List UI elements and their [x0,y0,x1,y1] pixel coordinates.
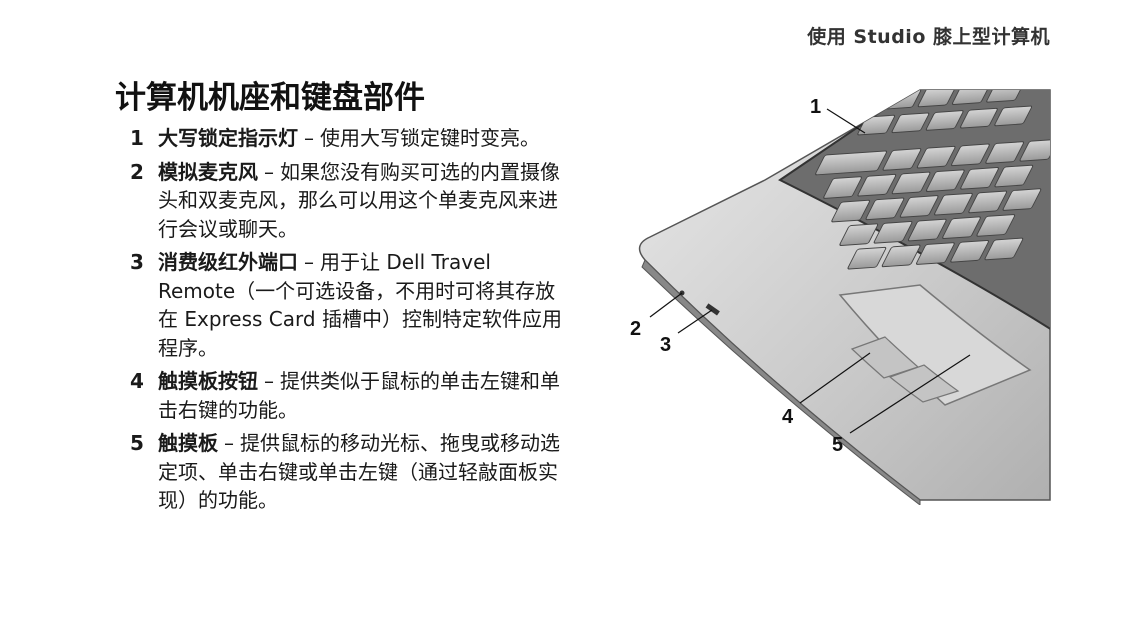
touchpad-right-button [888,364,960,403]
leader-lines [649,108,971,434]
callout-description: 提供鼠标的移动光标、拖曳或移动选定项、单击右键或单击左键（通过轻敲面板实现）的功… [158,431,560,512]
callout-label-4: 4 [782,406,794,428]
callout-number: 3 [130,250,144,274]
callout-number: 2 [130,159,144,184]
laptop-base-illustration: 1 2 3 4 5 [630,89,1051,505]
infrared-port [705,303,720,316]
callout-number: 1 [130,126,144,150]
callout-number: 5 [130,431,144,455]
callout-term: 触摸板 [158,431,218,455]
callout-item-2: 2 模拟麦克风–如果您没有购买可选的内置摄像头和双麦克风，那么可以用这个单麦克风… [130,158,570,244]
callout-number: 4 [130,369,144,393]
callout-label-3: 3 [660,334,671,356]
callout-description: 用于让 Dell Travel Remote（一个可选设备，不用时可将其存放在 … [158,250,562,360]
callout-item-4: 4 触摸板按钮–提供类似于鼠标的单击左键和单击右键的功能。 [130,367,570,424]
callout-item-5: 5 触摸板–提供鼠标的移动光标、拖曳或移动选定项、单击右键或单击左键（通过轻敲面… [130,429,570,515]
front-edge [641,259,921,505]
callout-description: 提供类似于鼠标的单击左键和单击右键的功能。 [158,369,560,422]
callout-term: 大写锁定指示灯 [158,126,298,150]
callout-description: 使用大写锁定键时变亮。 [320,126,540,150]
callout-separator: – [304,250,314,274]
callout-list: 1 大写锁定指示灯–使用大写锁定键时变亮。 2 模拟麦克风–如果您没有购买可选的… [130,124,570,520]
callout-description: 如果您没有购买可选的内置摄像头和双麦克风，那么可以用这个单麦克风来进行会议或聊天… [158,159,560,241]
callout-term: 消费级红外端口 [158,250,298,274]
section-title: 计算机机座和键盘部件 [115,80,425,116]
running-header: 使用 Studio 膝上型计算机 [807,26,1050,48]
callout-separator: – [264,159,274,184]
callout-term: 模拟麦克风 [158,159,258,184]
callout-separator: – [304,126,314,150]
callout-separator: – [224,431,234,455]
touchpad [838,284,1032,406]
callout-separator: – [264,369,274,393]
callout-item-3: 3 消费级红外端口–用于让 Dell Travel Remote（一个可选设备，… [130,248,570,362]
callout-label-1: 1 [810,96,821,118]
callout-term: 触摸板按钮 [158,369,258,393]
callout-label-2: 2 [630,318,641,340]
callout-label-5: 5 [832,434,843,456]
callout-item-1: 1 大写锁定指示灯–使用大写锁定键时变亮。 [130,124,570,153]
